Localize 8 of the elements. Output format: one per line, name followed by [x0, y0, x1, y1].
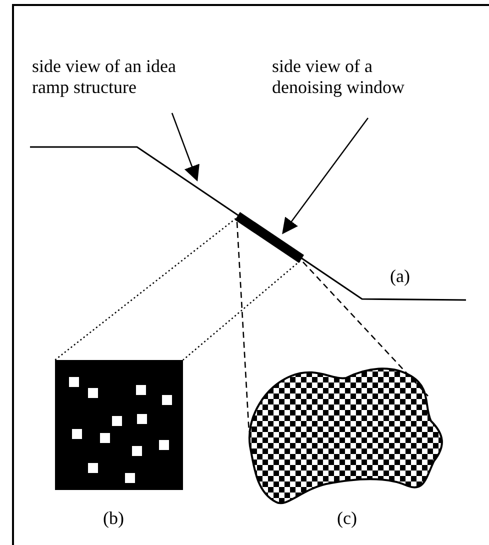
callout-text: side view of a denoising window	[272, 56, 406, 98]
arrow	[282, 118, 369, 234]
panel-label: (c)	[337, 508, 357, 529]
arrow	[171, 112, 200, 182]
callout-text: side view of an idea ramp structure	[32, 56, 177, 98]
projection-line	[302, 262, 428, 396]
panel-label: (b)	[103, 508, 124, 529]
panel-label: (a)	[390, 266, 410, 287]
